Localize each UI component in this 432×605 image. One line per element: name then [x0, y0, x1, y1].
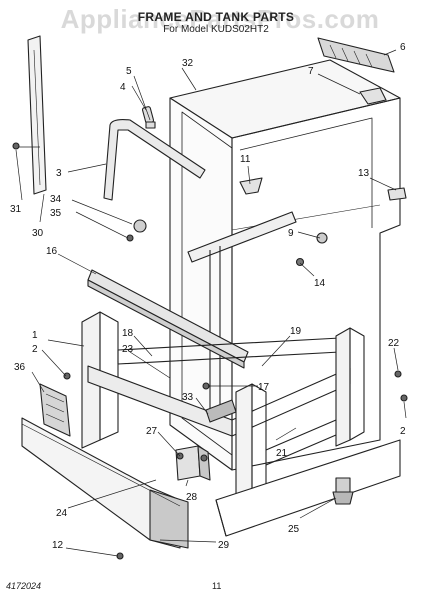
callout-label: 30: [32, 228, 44, 239]
model-subtitle: For Model KUDS02HT2: [163, 24, 269, 35]
screw-set: [12, 142, 408, 560]
fitting-part-5: [145, 121, 156, 129]
callout-label: 34: [50, 194, 62, 205]
callout-label: 2: [400, 426, 406, 437]
callout-labels: 1 2 2 3 4 5 6 7 9 11 12 13 14 16 17 18 1…: [10, 42, 406, 551]
callout-label: 23: [122, 344, 134, 355]
page-title: FRAME AND TANK PARTS: [137, 10, 295, 24]
screw-part-14: [295, 257, 305, 267]
toe-panel-part: [21, 417, 189, 549]
callout-label: 33: [182, 392, 194, 403]
callout-label: 16: [46, 246, 58, 257]
tank-part: [169, 59, 401, 471]
callout-label: 25: [288, 524, 300, 535]
leveling-leg-part: [332, 477, 354, 505]
fastener-part-9: [316, 232, 328, 244]
watermark: AppliancePartsPros.com: [60, 4, 380, 34]
callout-label: 13: [358, 168, 370, 179]
callout-label: 29: [218, 540, 230, 551]
callout-label: 31: [10, 204, 22, 215]
base-frame-part: [81, 311, 401, 537]
leader-lines: [15, 49, 407, 557]
bracket-part-11: [239, 177, 263, 195]
callout-label: 27: [146, 426, 158, 437]
callout-label: 18: [122, 328, 134, 339]
callout-label: 17: [258, 382, 270, 393]
callout-label: 32: [182, 58, 194, 69]
callout-label: 36: [14, 362, 26, 373]
side-rail-part: [14, 35, 47, 195]
callout-label: 12: [52, 540, 64, 551]
callout-label: 21: [276, 448, 288, 459]
callout-label: 7: [308, 66, 314, 77]
callout-label: 4: [120, 82, 126, 93]
rack-track-part: [103, 119, 206, 201]
clip-part-13: [387, 187, 407, 201]
callout-label: 19: [290, 326, 302, 337]
callout-label: 9: [288, 228, 294, 239]
callout-label: 2: [32, 344, 38, 355]
callout-label: 1: [32, 330, 38, 341]
page-number: 11: [212, 581, 222, 591]
callout-label: 11: [240, 154, 251, 165]
label-plate-part: [39, 383, 71, 437]
vent-cover-part: [317, 37, 395, 73]
callout-label: 3: [56, 168, 62, 179]
document-number: 4172024: [6, 581, 42, 591]
clamp-part-34: [133, 219, 147, 233]
callout-label: 24: [56, 508, 68, 519]
callout-label: 5: [126, 66, 132, 77]
bracket-part-33: [205, 399, 237, 423]
block-part-28: [175, 445, 211, 481]
callout-label: 35: [50, 208, 62, 219]
callout-label: 6: [400, 42, 406, 53]
callout-label: 14: [314, 278, 326, 289]
callout-label: 22: [388, 338, 400, 349]
rail-part-16: [87, 269, 249, 369]
latch-part: [359, 87, 387, 105]
callout-label: 28: [186, 492, 198, 503]
